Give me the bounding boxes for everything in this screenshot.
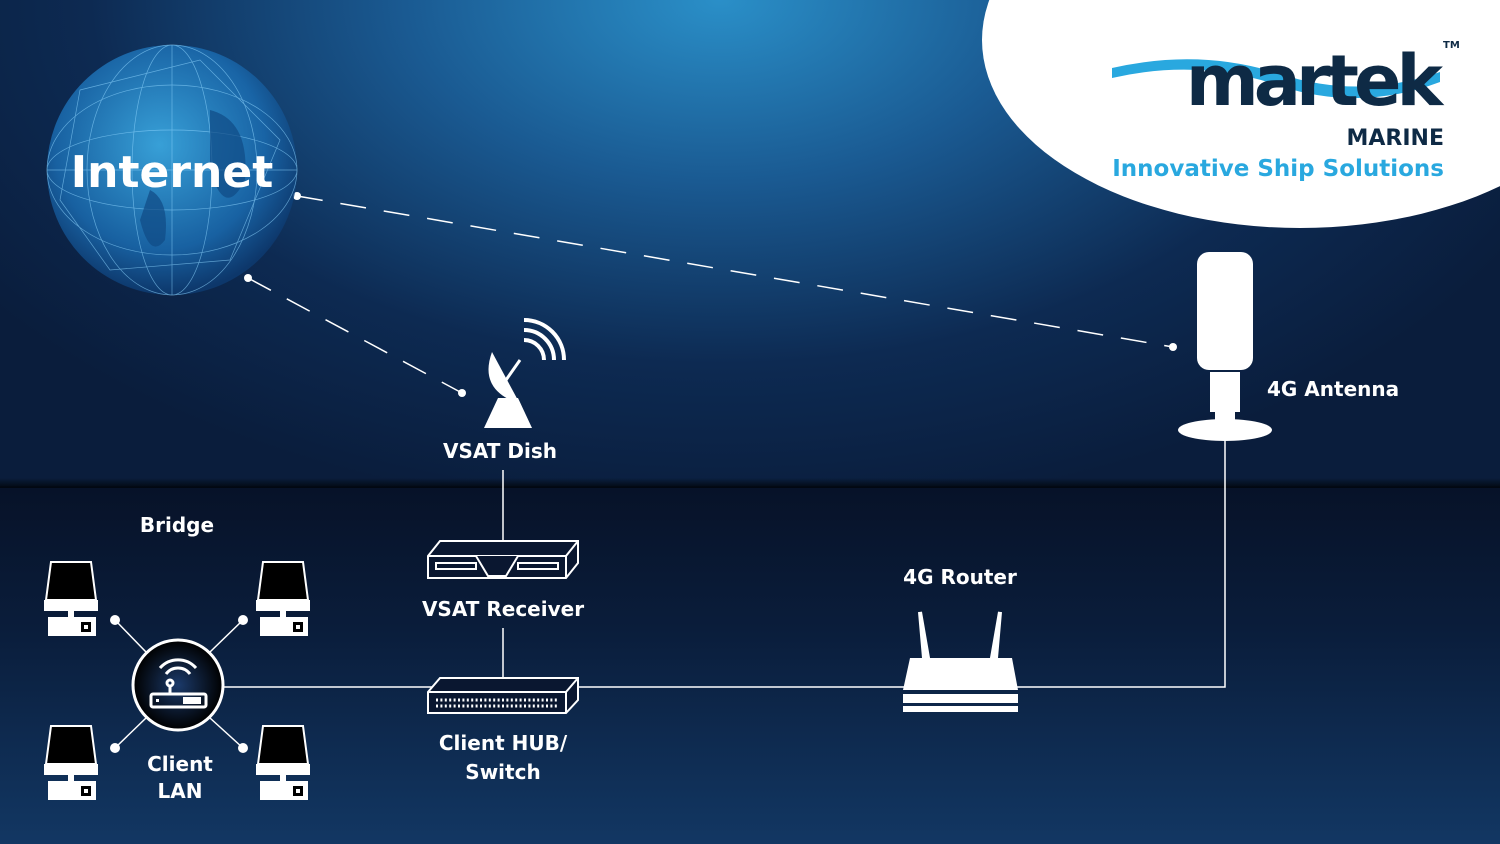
computer-icon [256, 725, 310, 800]
computer-icon [44, 725, 98, 800]
logo-wordmark: martek [1186, 40, 1445, 122]
internet-label: Internet [71, 147, 273, 198]
router-label: 4G Router [903, 565, 1017, 589]
link-dot [458, 389, 466, 397]
link-dot [293, 192, 301, 200]
computer-icon [256, 561, 310, 636]
logo-wave [1112, 59, 1440, 99]
link-dot [244, 274, 252, 282]
satellite-dish-icon [484, 318, 566, 428]
below-deck-area [0, 486, 1500, 844]
hub-label-line1: Client HUB/ [439, 731, 568, 755]
computer-icon [44, 561, 98, 636]
wired-links [223, 440, 1226, 688]
vsat-dish-label: VSAT Dish [443, 439, 557, 463]
hub-label-line2: Switch [465, 760, 540, 784]
vsat-receiver-icon [427, 540, 579, 579]
link-dot [1169, 343, 1177, 351]
router-icon [903, 611, 1018, 712]
antenna-label: 4G Antenna [1267, 377, 1399, 401]
lan-links [114, 619, 244, 749]
deck-divider [0, 478, 1500, 488]
internet-vsat-link [247, 277, 463, 394]
wifi-router-hub-icon [131, 638, 225, 732]
lan-label-line2: LAN [158, 779, 203, 803]
logo: martek TM MARINE Innovative Ship Solutio… [982, 0, 1500, 228]
bridge-label: Bridge [140, 513, 214, 537]
logo-tagline: Innovative Ship Solutions [1112, 156, 1444, 182]
globe-icon: Internet [46, 44, 298, 296]
logo-tm: TM [1443, 40, 1460, 51]
lan-label-line1: Client [147, 752, 213, 776]
vsat-receiver-label: VSAT Receiver [422, 597, 584, 621]
internet-antenna-link [296, 195, 1174, 348]
logo-sub: MARINE [1347, 126, 1445, 151]
antenna-icon [1178, 252, 1272, 441]
network-switch-icon [427, 677, 579, 714]
wireless-links [247, 195, 1174, 394]
